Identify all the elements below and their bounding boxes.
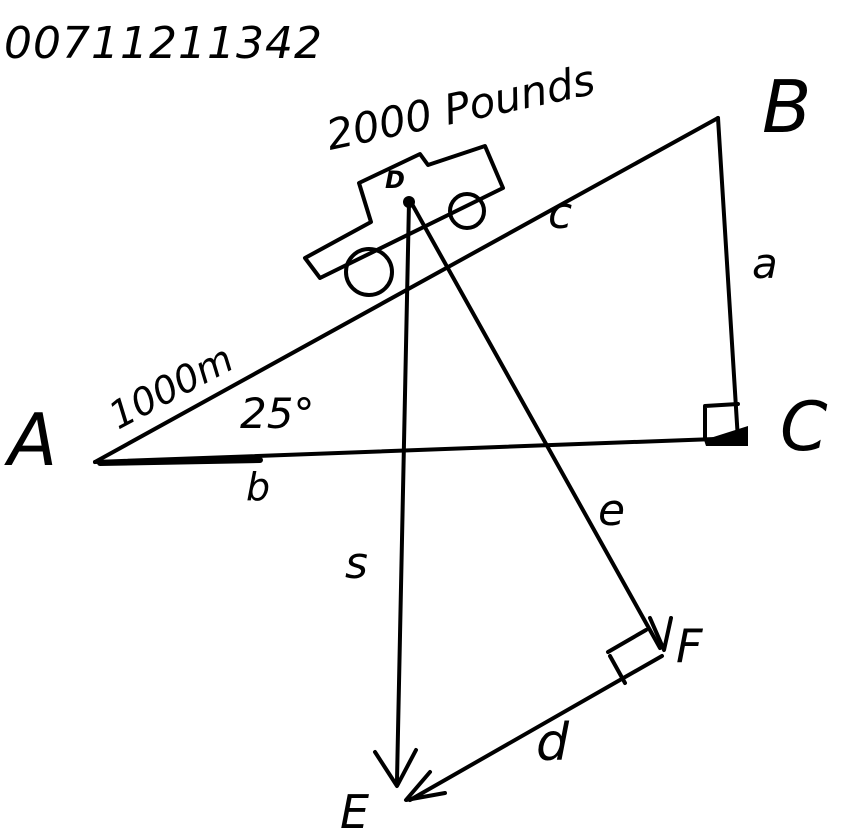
point-d-label: D xyxy=(385,166,405,194)
side-b-base xyxy=(93,436,744,464)
vertex-b-label: B xyxy=(762,65,811,149)
side-a-label: a xyxy=(752,239,778,288)
weight-label: 2000 Pounds xyxy=(322,55,599,160)
arrowhead-f xyxy=(648,616,673,652)
side-a-vertical xyxy=(716,116,740,442)
vertex-f-label: F xyxy=(676,619,703,673)
length-label: 1000m xyxy=(102,336,241,438)
vertex-c-label: C xyxy=(780,388,828,467)
side-e-label: e xyxy=(598,485,625,536)
side-d-label: d xyxy=(536,713,570,773)
vector-d xyxy=(408,654,664,802)
vector-e xyxy=(410,202,662,650)
id-number: 00711211342 xyxy=(4,18,323,69)
arrowhead-e-from-f xyxy=(404,770,447,802)
arrowhead-e xyxy=(373,748,418,788)
car-icon xyxy=(303,144,505,297)
vector-s xyxy=(395,200,411,782)
angle-label: 25° xyxy=(240,389,314,438)
side-s-label: s xyxy=(345,538,368,589)
vertex-a-label: A xyxy=(4,398,57,482)
right-angle-marker-f xyxy=(606,628,648,685)
side-b-label: b xyxy=(246,465,270,509)
vertex-e-label: E xyxy=(340,785,369,833)
side-c-label: c xyxy=(548,188,572,239)
base-thick-stroke xyxy=(97,457,263,466)
corner-shading-c xyxy=(704,426,748,446)
right-angle-marker-c xyxy=(703,402,740,440)
